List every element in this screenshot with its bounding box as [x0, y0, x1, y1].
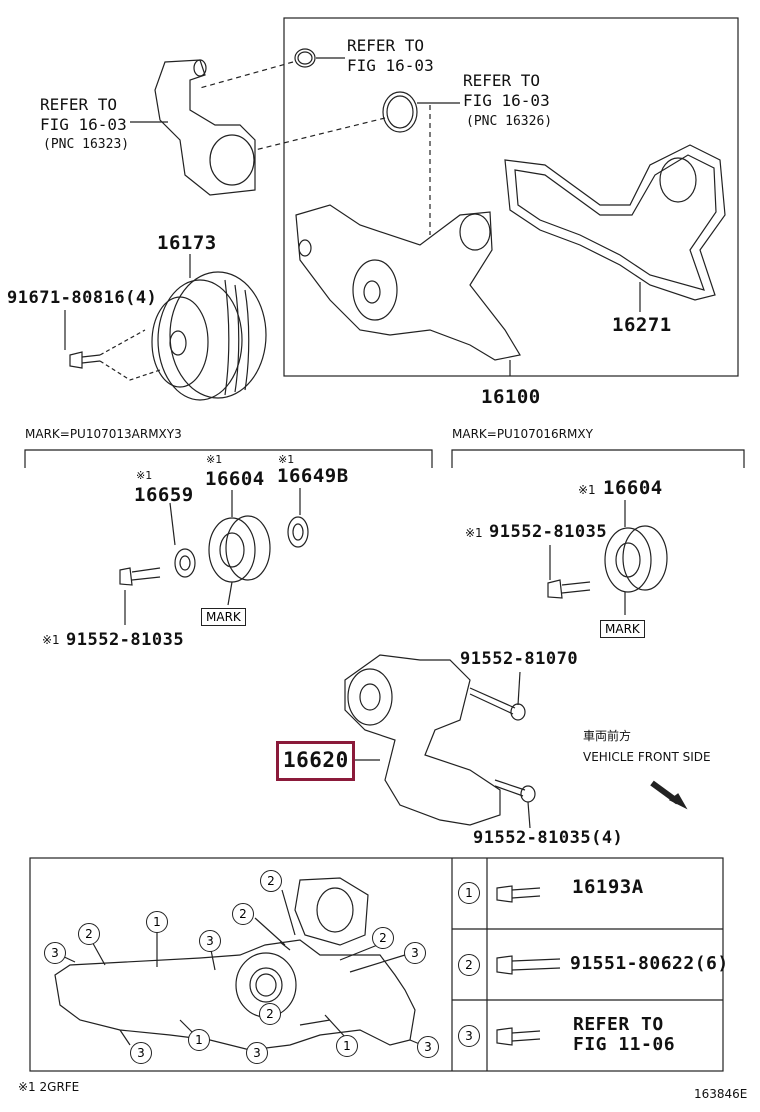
lower-box	[29, 857, 724, 1072]
star-91552-left: ※1	[42, 633, 60, 647]
callout-3: 3	[417, 1036, 439, 1058]
ref-c-line2: FIG 16-03	[40, 115, 127, 134]
idler-pulley-left	[208, 517, 256, 583]
ref-b-line1: REFER TO	[463, 71, 541, 90]
part-16604-right: 16604	[603, 477, 663, 499]
callout-3: 3	[130, 1042, 152, 1064]
part-91671: 91671-80816(4)	[7, 288, 158, 308]
callout-3: 3	[44, 942, 66, 964]
part-91552-right: 91552-81035	[489, 522, 608, 542]
mark-label-left: MARK	[201, 608, 246, 626]
part-91552-81035-4: 91552-81035(4)	[473, 828, 624, 848]
part-16659: 16659	[134, 484, 194, 506]
callout-3: 3	[404, 942, 426, 964]
footnote: ※1 2GRFE	[18, 1080, 80, 1094]
part-16649b: 16649B	[277, 465, 349, 487]
callout-2: 2	[259, 1003, 281, 1025]
callout-3: 3	[199, 930, 221, 952]
ref-b-line2: FIG 16-03	[463, 91, 550, 110]
o-ring-small	[294, 48, 316, 68]
callout-1: 1	[146, 911, 168, 933]
idler-bolt-right	[547, 579, 563, 599]
star-16604a: ※1	[206, 453, 223, 466]
part-16173: 16173	[157, 232, 217, 254]
water-pump	[295, 204, 521, 361]
legend-text-1: 16193A	[572, 876, 644, 898]
part-16620: 16620	[283, 748, 349, 772]
callout-1: 1	[336, 1035, 358, 1057]
legend-key-1: 1	[458, 882, 480, 904]
legend-key-3: 3	[458, 1025, 480, 1047]
pump-box	[283, 17, 739, 377]
ref-a-line1: REFER TO	[347, 36, 425, 55]
callout-2: 2	[232, 903, 254, 925]
star-16649b: ※1	[278, 453, 295, 466]
highlight-16620	[276, 741, 355, 781]
callout-2: 2	[372, 927, 394, 949]
tensioner	[344, 654, 501, 826]
legend-text-3b: FIG 11-06	[573, 1034, 676, 1055]
pulley-bolt	[69, 351, 83, 369]
callout-2: 2	[78, 923, 100, 945]
callout-1: 1	[188, 1029, 210, 1051]
mark-label-right: MARK	[600, 620, 645, 638]
star-16604b: ※1	[578, 483, 596, 497]
part-91552-81070: 91552-81070	[460, 649, 579, 669]
mark-right: MARK=PU107016RMXY	[452, 427, 593, 441]
legend-text-2: 91551-80622(6)	[570, 953, 729, 974]
mark-left: MARK=PU107013ARMXY3	[25, 427, 182, 441]
idler-pulley-right	[604, 527, 652, 593]
vehicle-front-jp: 車両前方	[583, 729, 632, 743]
part-16604-left: 16604	[205, 468, 265, 490]
legend-key-2: 2	[458, 954, 480, 976]
callout-2: 2	[260, 870, 282, 892]
figure-number: 163846E	[694, 1087, 748, 1101]
star-16659: ※1	[136, 469, 153, 482]
idler-bolt-left	[119, 567, 133, 586]
star-91552-right: ※1	[465, 526, 483, 540]
bracket-left	[24, 449, 433, 468]
bracket-right	[451, 449, 745, 468]
part-16100: 16100	[481, 386, 541, 408]
washer-16659	[174, 548, 196, 578]
lower-pump	[54, 939, 416, 1051]
water-inlet	[154, 59, 256, 196]
callout-3: 3	[246, 1042, 268, 1064]
part-91552-left: 91552-81035	[66, 630, 185, 650]
ref-b-pnc: (PNC 16326)	[466, 114, 553, 129]
legend-text-3a: REFER TO	[573, 1014, 664, 1035]
pulley	[169, 271, 267, 399]
part-16271: 16271	[612, 314, 672, 336]
ref-a-line2: FIG 16-03	[347, 56, 434, 75]
cover-16649b	[287, 516, 309, 548]
vehicle-front-en: VEHICLE FRONT SIDE	[583, 750, 711, 764]
o-ring-large	[382, 91, 418, 133]
ref-c-pnc: (PNC 16323)	[43, 137, 130, 152]
gasket	[504, 144, 726, 301]
ref-c-line1: REFER TO	[40, 95, 118, 114]
